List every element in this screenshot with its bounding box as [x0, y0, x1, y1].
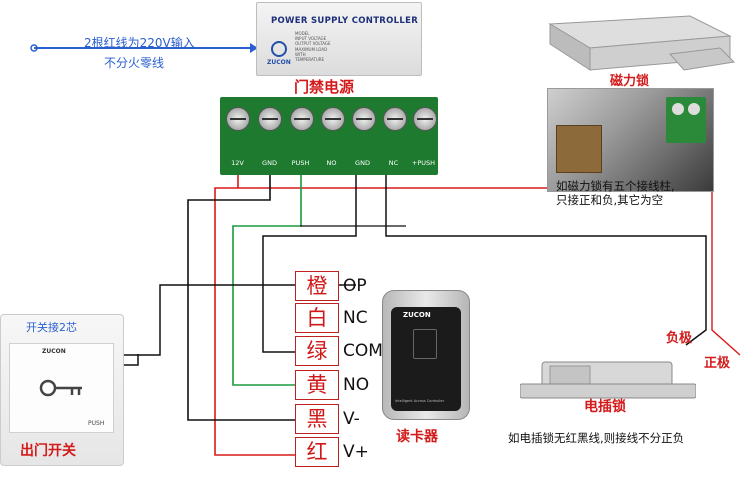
exit-note: 开关接2芯 — [26, 321, 77, 334]
terminal-block: 12V GND PUSH NO GND NC +PUSH — [220, 97, 438, 175]
card-icon — [413, 329, 437, 359]
power-supply-box: POWER SUPPLY CONTROLLER ZUCON MODEL INPU… — [256, 2, 422, 76]
wire-push-green — [232, 175, 302, 386]
wire-exit-2 — [122, 354, 139, 366]
terminal-label-gnd: GND — [262, 159, 277, 167]
maglock-title: 磁力锁 — [610, 74, 650, 89]
reader-brand: ZUCON — [403, 311, 431, 319]
wire-nc-black — [385, 175, 707, 346]
reader-caption: 读卡器 — [396, 429, 438, 445]
mains-arrow — [30, 43, 258, 53]
bolt-positive-label: 正极 — [704, 356, 731, 371]
terminal-label-gnd2: GND — [355, 159, 370, 167]
exit-push-label: PUSH — [88, 420, 105, 427]
psu-brand: ZUCON — [267, 59, 291, 66]
maglock-terminal-photo — [547, 88, 714, 192]
maglock-note-line1: 如磁力锁有五个接线柱, — [556, 179, 675, 193]
terminal-screw-icon — [352, 107, 376, 131]
terminal-label-nc: NC — [388, 159, 399, 167]
wire-label-no: NO — [343, 375, 370, 395]
wire-label-op: OP — [343, 276, 367, 296]
wire-12v-red — [214, 175, 295, 456]
wire-label-nc: NC — [343, 308, 368, 328]
terminal-label-push: PUSH — [291, 159, 310, 167]
wire-label-com: COM — [343, 341, 383, 361]
bolt-note: 如电插锁无红黑线,则接线不分正负 — [508, 431, 685, 445]
maglock-note-line2: 只接正和负,其它为空 — [556, 193, 664, 207]
wire-gnd2-black — [262, 175, 357, 353]
exit-brand: ZUCON — [42, 348, 66, 355]
terminal-screw-icon — [226, 107, 250, 131]
card-reader-device: ZUCON Intelligent Access Controller — [382, 290, 470, 420]
terminal-screw-icon — [258, 107, 282, 131]
terminal-label-12v: 12V — [231, 159, 244, 167]
key-icon — [39, 379, 82, 397]
bolt-negative-label: 负极 — [666, 331, 693, 346]
zucon-logo-icon — [271, 41, 287, 57]
wire-char-green: 绿 — [295, 336, 339, 366]
psu-caption: 门禁电源 — [294, 78, 355, 96]
electric-bolt-lock-icon — [520, 361, 696, 399]
terminal-label-plus-push: +PUSH — [411, 159, 436, 167]
magnetic-lock-icon — [548, 15, 736, 71]
exit-button-device: ZUCON PUSH — [0, 314, 124, 466]
bolt-title: 电插锁 — [584, 399, 626, 415]
wire-label-v-plus: V+ — [343, 442, 369, 462]
wire-char-white: 白 — [295, 303, 339, 333]
terminal-screw-icon — [383, 107, 407, 131]
exit-caption: 出门开关 — [20, 443, 76, 459]
mains-note-line1: 2根红线为220V输入 — [84, 36, 195, 50]
wire-char-yellow: 黄 — [295, 370, 339, 400]
psu-title: POWER SUPPLY CONTROLLER — [271, 16, 419, 26]
terminal-screw-icon — [413, 107, 437, 131]
wire-char-black: 黑 — [295, 404, 339, 434]
terminal-screw-icon — [290, 107, 314, 131]
psu-specs: MODEL INPUT VOLTAGE OUTPUT VOLTAGE MAXIM… — [295, 31, 331, 63]
terminal-label-no: NO — [326, 159, 337, 167]
mains-note-line2: 不分火零线 — [104, 56, 165, 70]
wire-label-v-minus: V- — [343, 409, 360, 429]
terminal-screw-icon — [321, 107, 345, 131]
reader-subtitle: Intelligent Access Controller — [395, 399, 445, 403]
wire-char-red: 红 — [295, 437, 339, 467]
wire-char-orange: 橙 — [295, 271, 339, 301]
wire-exit-1 — [122, 284, 356, 356]
wire-gnd-black — [187, 175, 295, 421]
